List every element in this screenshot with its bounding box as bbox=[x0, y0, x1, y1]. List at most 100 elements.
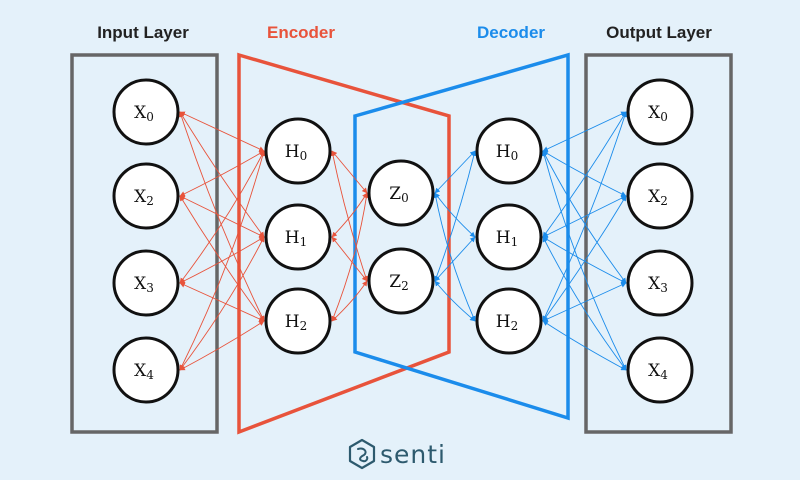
node-circle bbox=[112, 249, 180, 317]
node-circle bbox=[475, 203, 543, 271]
node-label-subscript: 2 bbox=[300, 319, 308, 333]
node-circle bbox=[475, 287, 543, 355]
node-label-subscript: 2 bbox=[146, 194, 154, 208]
node-label-subscript: 0 bbox=[401, 191, 409, 205]
node-circle bbox=[112, 336, 180, 404]
decoder-hidden-node-h0: H0 bbox=[475, 117, 543, 185]
input-encoder-edge bbox=[179, 111, 265, 152]
encoder-latent-edge bbox=[331, 236, 368, 282]
decoder-hidden-node-h2: H2 bbox=[475, 287, 543, 355]
node-circle bbox=[367, 247, 435, 315]
node-label-subscript: 3 bbox=[146, 281, 154, 295]
node-label: H0 bbox=[496, 142, 518, 163]
node-label: Z0 bbox=[389, 184, 408, 205]
node-label-subscript: 3 bbox=[660, 281, 668, 295]
node-label: H2 bbox=[285, 312, 307, 333]
node-label-base: X bbox=[648, 274, 661, 294]
latent-decoder-edge bbox=[434, 150, 477, 282]
node-label-subscript: 4 bbox=[146, 368, 154, 382]
node-label-base: X bbox=[134, 103, 147, 123]
encoder-header: Encoder bbox=[267, 23, 335, 42]
input-layer-header: Input Layer bbox=[97, 23, 189, 42]
node-label-base: X bbox=[134, 274, 147, 294]
node-label-subscript: 1 bbox=[300, 235, 308, 249]
node-label: X2 bbox=[134, 187, 154, 208]
node-label-base: H bbox=[285, 142, 300, 162]
encoder-latent-edge bbox=[331, 192, 368, 238]
output-node-x3: X3 bbox=[626, 249, 694, 317]
node-label-base: X bbox=[134, 361, 147, 381]
node-circle bbox=[626, 78, 694, 146]
node-label: H0 bbox=[285, 142, 307, 163]
node-circle bbox=[264, 287, 332, 355]
node-label-subscript: 4 bbox=[660, 368, 668, 382]
node-label-subscript: 0 bbox=[511, 149, 519, 163]
output-node-x0: X0 bbox=[626, 78, 694, 146]
input-node-x2: X2 bbox=[112, 162, 180, 230]
node-label-subscript: 0 bbox=[146, 110, 154, 124]
latent-decoder-edge bbox=[434, 280, 476, 322]
senti-logo-icon bbox=[348, 438, 376, 470]
latent-decoder-edge bbox=[434, 150, 476, 194]
node-label-base: H bbox=[496, 228, 511, 248]
node-circle bbox=[626, 249, 694, 317]
node-label-subscript: 2 bbox=[401, 279, 409, 293]
input-node-x4: X4 bbox=[112, 336, 180, 404]
node-label-base: Z bbox=[389, 184, 401, 204]
encoder-hidden-node-h2: H2 bbox=[264, 287, 332, 355]
input-encoder-edge bbox=[179, 282, 265, 322]
node-circle bbox=[626, 336, 694, 404]
latent-decoder-edge bbox=[434, 192, 476, 238]
node-label-base: H bbox=[496, 312, 511, 332]
node-circle bbox=[264, 203, 332, 271]
connection-edges bbox=[178, 111, 628, 371]
latent-decoder-edge bbox=[433, 192, 476, 322]
encoder-latent-edge bbox=[331, 150, 368, 194]
encoder-latent-edge bbox=[331, 280, 368, 322]
latent-node-z0: Z0 bbox=[367, 159, 435, 227]
encoder-latent-edge bbox=[330, 150, 369, 282]
node-label: X0 bbox=[134, 103, 154, 124]
node-label-base: X bbox=[648, 187, 661, 207]
output-node-x2: X2 bbox=[626, 162, 694, 230]
node-label-base: H bbox=[285, 312, 300, 332]
input-node-x3: X3 bbox=[112, 249, 180, 317]
node-label-subscript: 2 bbox=[511, 319, 519, 333]
node-circle bbox=[367, 159, 435, 227]
encoder-latent-edge bbox=[331, 192, 369, 322]
node-label-subscript: 1 bbox=[511, 235, 519, 249]
node-label-subscript: 0 bbox=[300, 149, 308, 163]
node-label-base: H bbox=[496, 142, 511, 162]
decoder-output-edge bbox=[542, 282, 627, 322]
node-label: X4 bbox=[648, 361, 668, 382]
node-circle bbox=[475, 117, 543, 185]
encoder-hidden-node-h0: H0 bbox=[264, 117, 332, 185]
node-label-subscript: 0 bbox=[660, 110, 668, 124]
decoder-header: Decoder bbox=[477, 23, 545, 42]
node-label: X3 bbox=[648, 274, 668, 295]
node-label-base: X bbox=[648, 103, 661, 123]
input-encoder-edge bbox=[179, 150, 265, 197]
node-label: H1 bbox=[496, 228, 518, 249]
node-label: H2 bbox=[496, 312, 518, 333]
latent-node-z2: Z2 bbox=[367, 247, 435, 315]
node-label: X2 bbox=[648, 187, 668, 208]
node-label: H1 bbox=[285, 228, 307, 249]
output-node-x4: X4 bbox=[626, 336, 694, 404]
node-label-base: X bbox=[134, 187, 147, 207]
decoder-output-edge bbox=[542, 320, 627, 371]
node-circle bbox=[264, 117, 332, 185]
node-label-base: H bbox=[285, 228, 300, 248]
node-circle bbox=[112, 78, 180, 146]
node-circle bbox=[626, 162, 694, 230]
node-label: X3 bbox=[134, 274, 154, 295]
brand-name: senti bbox=[380, 440, 446, 469]
output-layer-header: Output Layer bbox=[606, 23, 712, 42]
encoder-hidden-node-h1: H1 bbox=[264, 203, 332, 271]
input-node-x0: X0 bbox=[112, 78, 180, 146]
node-label: Z2 bbox=[389, 272, 408, 293]
input-encoder-edge bbox=[179, 320, 265, 371]
